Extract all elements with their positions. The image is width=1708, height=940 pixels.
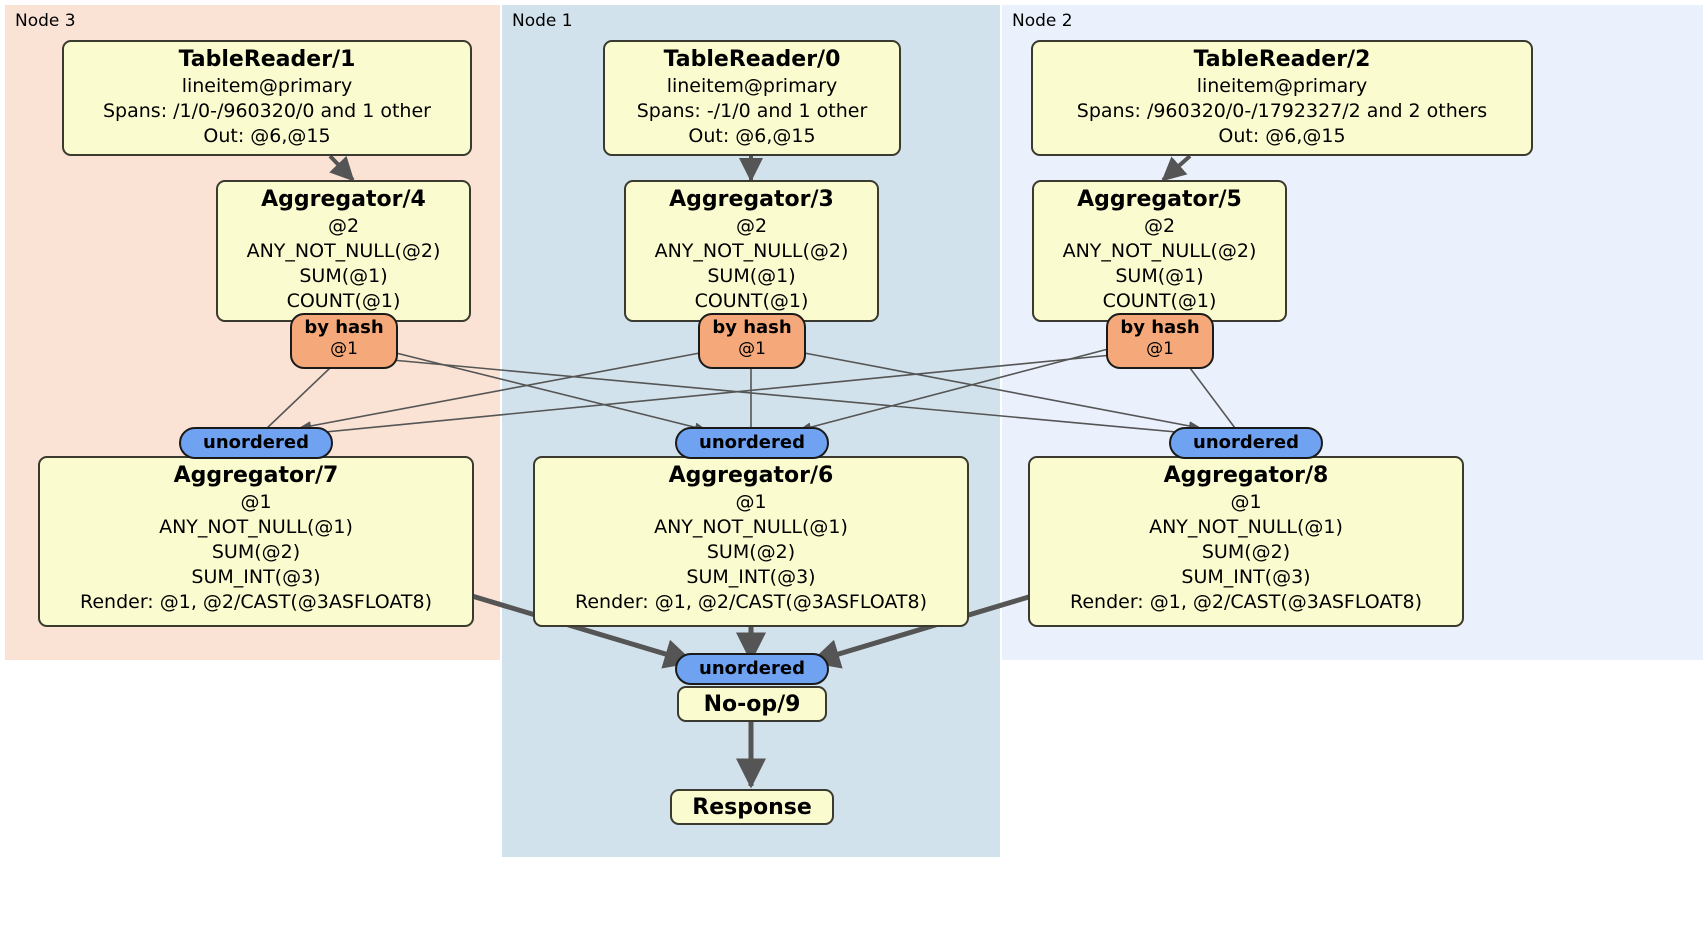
processor-detail-line: ANY_NOT_NULL(@1) xyxy=(1149,516,1343,538)
badge-subtitle: @1 xyxy=(738,339,766,359)
processor-detail-line: SUM(@1) xyxy=(707,265,796,287)
badge-title: unordered xyxy=(699,432,805,453)
processor-detail-line: Spans: /960320/0-/1792327/2 and 2 others xyxy=(1076,100,1488,122)
processor-detail-line: @1 xyxy=(240,491,272,513)
processor-detail-line: lineitem@primary xyxy=(666,75,838,97)
processor-title: Response xyxy=(692,795,812,820)
processor-aggregator-3[interactable]: Aggregator/3 @2 ANY_NOT_NULL(@2) SUM(@1)… xyxy=(624,180,879,322)
badge-title: by hash xyxy=(304,317,384,338)
badge-unordered-left[interactable]: unordered xyxy=(179,427,333,459)
processor-detail-line: Spans: -/1/0 and 1 other xyxy=(636,100,868,122)
processor-detail-line: SUM(@2) xyxy=(706,541,796,563)
processor-aggregator-7[interactable]: Aggregator/7 @1 ANY_NOT_NULL(@1) SUM(@2)… xyxy=(38,456,474,627)
processor-detail-line: ANY_NOT_NULL(@1) xyxy=(654,516,848,538)
processor-detail-line: SUM_INT(@3) xyxy=(1181,566,1311,588)
processor-title: No-op/9 xyxy=(703,692,801,717)
processor-response[interactable]: Response xyxy=(670,789,834,825)
processor-title: Aggregator/7 xyxy=(173,463,339,488)
node-panel-label-node3: Node 3 xyxy=(15,11,76,31)
processor-detail-line: @2 xyxy=(1143,215,1176,237)
badge-unordered-right[interactable]: unordered xyxy=(1169,427,1323,459)
badge-unordered-final[interactable]: unordered xyxy=(675,653,829,685)
processor-detail-line: ANY_NOT_NULL(@2) xyxy=(246,240,441,262)
processor-detail-line: SUM(@1) xyxy=(1115,265,1204,287)
badge-by-hash-left[interactable]: by hash @1 xyxy=(290,313,398,369)
processor-detail-line: COUNT(@1) xyxy=(694,290,809,312)
processor-table-reader-1[interactable]: TableReader/1 lineitem@primary Spans: /1… xyxy=(62,40,472,156)
processor-detail-line: lineitem@primary xyxy=(181,75,353,97)
badge-subtitle: @1 xyxy=(1146,339,1174,359)
processor-detail-line: Render: @1, @2/CAST(@3ASFLOAT8) xyxy=(1070,591,1422,613)
processor-detail-line: Out: @6,@15 xyxy=(203,125,331,147)
badge-by-hash-center[interactable]: by hash @1 xyxy=(698,313,806,369)
processor-detail-line: Out: @6,@15 xyxy=(688,125,816,147)
processor-title: Aggregator/5 xyxy=(1077,187,1242,212)
processor-detail-line: SUM(@1) xyxy=(299,265,388,287)
processor-detail-line: ANY_NOT_NULL(@2) xyxy=(1062,240,1257,262)
processor-detail-line: COUNT(@1) xyxy=(1102,290,1217,312)
processor-detail-line: ANY_NOT_NULL(@1) xyxy=(159,516,353,538)
processor-detail-line: COUNT(@1) xyxy=(286,290,401,312)
processor-detail-line: SUM(@2) xyxy=(1201,541,1291,563)
badge-by-hash-right[interactable]: by hash @1 xyxy=(1106,313,1214,369)
processor-title: Aggregator/4 xyxy=(261,187,426,212)
processor-title: TableReader/2 xyxy=(1193,47,1371,72)
processor-detail-line: lineitem@primary xyxy=(1196,75,1368,97)
processor-title: TableReader/1 xyxy=(178,47,356,72)
badge-title: unordered xyxy=(699,658,805,679)
processor-aggregator-8[interactable]: Aggregator/8 @1 ANY_NOT_NULL(@1) SUM(@2)… xyxy=(1028,456,1464,627)
processor-detail-line: Spans: /1/0-/960320/0 and 1 other xyxy=(103,100,431,122)
badge-title: by hash xyxy=(1120,317,1200,338)
processor-title: Aggregator/6 xyxy=(668,463,834,488)
badge-title: by hash xyxy=(712,317,792,338)
processor-detail-line: Out: @6,@15 xyxy=(1218,125,1346,147)
processor-detail-line: SUM(@2) xyxy=(211,541,301,563)
processor-detail-line: @2 xyxy=(735,215,768,237)
node-panel-label-node2: Node 2 xyxy=(1012,11,1073,31)
processor-title: Aggregator/8 xyxy=(1163,463,1329,488)
processor-aggregator-6[interactable]: Aggregator/6 @1 ANY_NOT_NULL(@1) SUM(@2)… xyxy=(533,456,969,627)
badge-title: unordered xyxy=(203,432,309,453)
processor-title: TableReader/0 xyxy=(663,47,841,72)
processor-detail-line: @1 xyxy=(735,491,767,513)
processor-aggregator-5[interactable]: Aggregator/5 @2 ANY_NOT_NULL(@2) SUM(@1)… xyxy=(1032,180,1287,322)
processor-noop-9[interactable]: No-op/9 xyxy=(677,686,827,722)
processor-aggregator-4[interactable]: Aggregator/4 @2 ANY_NOT_NULL(@2) SUM(@1)… xyxy=(216,180,471,322)
processor-detail-line: @1 xyxy=(1230,491,1262,513)
processor-detail-line: Render: @1, @2/CAST(@3ASFLOAT8) xyxy=(80,591,432,613)
processor-table-reader-0[interactable]: TableReader/0 lineitem@primary Spans: -/… xyxy=(603,40,901,156)
processor-table-reader-2[interactable]: TableReader/2 lineitem@primary Spans: /9… xyxy=(1031,40,1533,156)
badge-subtitle: @1 xyxy=(330,339,358,359)
processor-title: Aggregator/3 xyxy=(669,187,834,212)
processor-detail-line: Render: @1, @2/CAST(@3ASFLOAT8) xyxy=(575,591,927,613)
badge-unordered-center[interactable]: unordered xyxy=(675,427,829,459)
processor-detail-line: SUM_INT(@3) xyxy=(686,566,816,588)
processor-detail-line: ANY_NOT_NULL(@2) xyxy=(654,240,849,262)
node-panel-label-node1: Node 1 xyxy=(512,11,573,31)
processor-detail-line: SUM_INT(@3) xyxy=(191,566,321,588)
processor-detail-line: @2 xyxy=(327,215,360,237)
badge-title: unordered xyxy=(1193,432,1299,453)
